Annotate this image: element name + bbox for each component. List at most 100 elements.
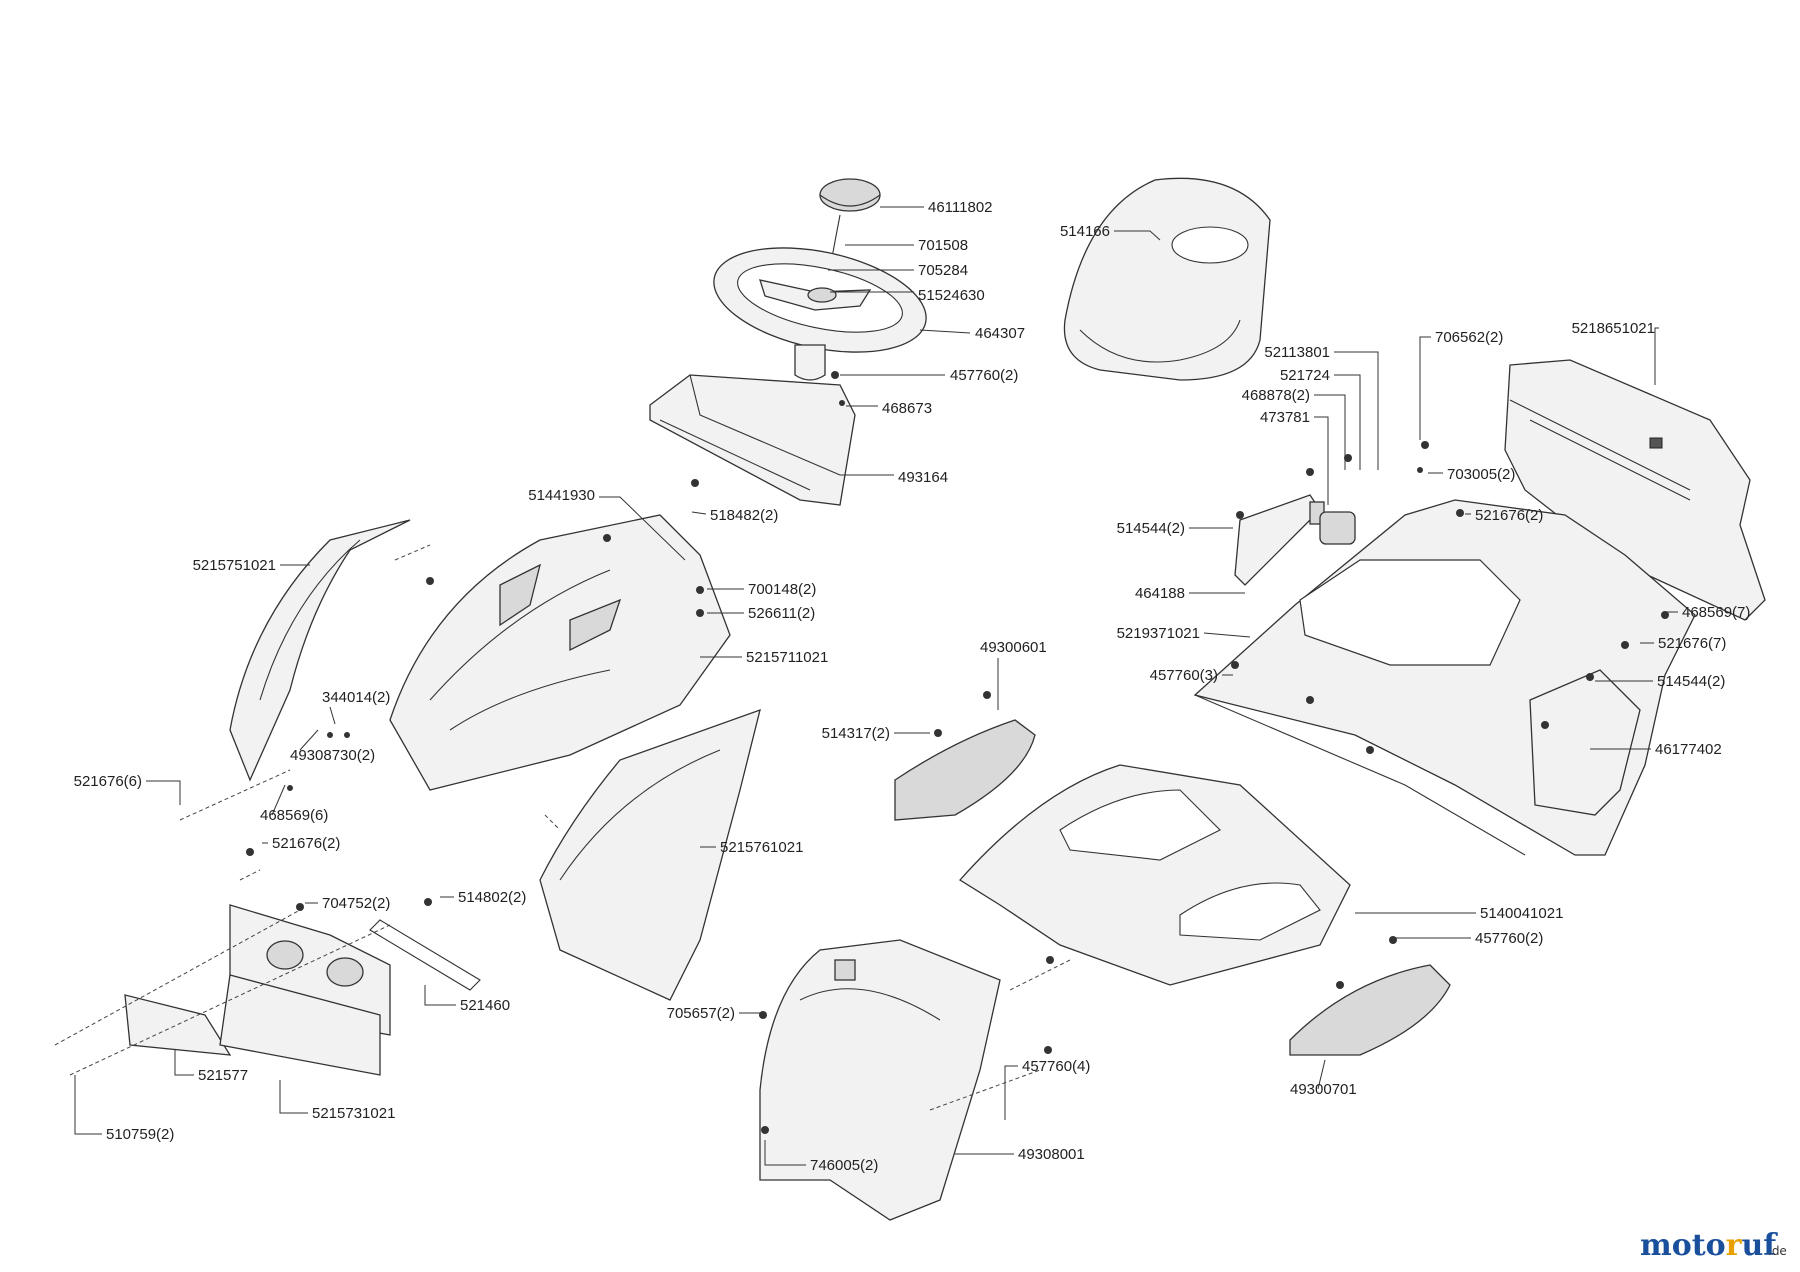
leader-line-p-706562 — [1419, 336, 1431, 440]
part-label-p-468673: 468673 — [882, 400, 932, 417]
hood-side-panel-left-drawing — [229, 519, 411, 782]
part-label-p-468569-7: 468569(7) — [1682, 604, 1750, 621]
part-label-p-457760-4: 457760(4) — [1022, 1058, 1090, 1075]
part-label-p-521577: 521577 — [198, 1067, 248, 1084]
part-label-p-514166: 514166 — [1060, 223, 1110, 240]
part-label-p-51524630: 51524630 — [918, 287, 985, 304]
part-label-p-49308730: 49308730(2) — [290, 747, 375, 764]
motoruf-logo: motoruf .de — [1640, 1228, 1787, 1263]
part-label-p-5215711021: 5215711021 — [746, 649, 828, 666]
part-label-p-468878: 468878(2) — [1242, 387, 1310, 404]
part-label-p-703005: 703005(2) — [1447, 466, 1515, 483]
part-label-p-518482: 518482(2) — [710, 507, 778, 524]
rear-wheel-arch-drawing — [1529, 669, 1641, 816]
front-grille-insert-drawing — [124, 994, 232, 1056]
part-number-labels: 46111802 701508 705284 51524630 464307 457760… — [74, 199, 1751, 1174]
part-label-p-705284: 705284 — [918, 262, 968, 279]
leader-lines — [74, 206, 1678, 1166]
hood-side-panel-right-drawing — [539, 708, 761, 1001]
seat-drawing — [1063, 177, 1271, 381]
floor-panel-drawing — [959, 764, 1351, 986]
leader-line-p-514166 — [1114, 230, 1161, 241]
part-label-p-514544-2b: 514544(2) — [1657, 673, 1725, 690]
leader-line-p-457760-4 — [1004, 1065, 1018, 1120]
part-label-p-473781: 473781 — [1260, 409, 1310, 426]
part-label-p-521676-2b: 521676(2) — [272, 835, 340, 852]
part-label-p-705657: 705657(2) — [667, 1005, 735, 1022]
part-label-p-5215751021: 5215751021 — [193, 557, 276, 574]
part-label-p-457760-2b: 457760(2) — [1475, 930, 1543, 947]
steering-console-drawing — [649, 374, 856, 506]
svg-text:.de: .de — [1768, 1244, 1787, 1258]
part-label-p-344014: 344014(2) — [322, 689, 390, 706]
part-label-p-514544-2a: 514544(2) — [1117, 520, 1185, 537]
part-label-p-49308001: 49308001 — [1018, 1146, 1085, 1163]
leader-line-p-518482 — [691, 511, 707, 515]
steering-wheel-drawing — [713, 247, 927, 381]
fastener-symbols — [246, 371, 1669, 1134]
part-label-p-52113801: 52113801 — [1264, 344, 1330, 361]
part-label-p-514802: 514802(2) — [458, 889, 526, 906]
part-label-p-49300701: 49300701 — [1290, 1081, 1357, 1098]
leader-line-p-521724 — [1334, 374, 1361, 470]
part-label-p-526611: 526611(2) — [748, 605, 815, 622]
part-label-p-704752: 704752(2) — [322, 895, 390, 912]
steering-cap-drawing — [819, 178, 881, 212]
part-label-p-521460: 521460 — [460, 997, 510, 1014]
leader-line-p-521676-6 — [146, 780, 181, 805]
part-label-p-493164: 493164 — [898, 469, 948, 486]
hood-drawing — [389, 514, 731, 791]
leader-line-p-510759 — [74, 1075, 102, 1135]
part-label-p-700148: 700148(2) — [748, 581, 816, 598]
part-label-p-46177402: 46177402 — [1655, 741, 1722, 758]
part-label-p-521676-6: 521676(6) — [74, 773, 142, 790]
leader-line-p-5215731021 — [279, 1080, 308, 1114]
part-label-p-51441930: 51441930 — [528, 487, 595, 504]
rear-storage-cover-drawing — [1504, 359, 1766, 621]
front-bumper-drawing — [219, 974, 381, 1076]
leader-line-p-521577 — [174, 1050, 194, 1076]
leader-line-p-468878 — [1314, 394, 1346, 470]
part-label-p-5218651021: 5218651021 — [1572, 320, 1655, 337]
part-label-p-5215761021: 5215761021 — [720, 839, 803, 856]
leader-line-p-52113801 — [1334, 351, 1379, 470]
right-footplate-drawing — [1289, 964, 1451, 1056]
leader-line-p-473781 — [1314, 416, 1329, 505]
part-label-p-746005: 746005(2) — [810, 1157, 878, 1174]
leader-line-p-49300701 — [1317, 1059, 1326, 1090]
part-label-p-521724: 521724 — [1280, 367, 1330, 384]
leader-line-p-49308730 — [299, 729, 319, 751]
part-label-p-706562: 706562(2) — [1435, 329, 1503, 346]
leader-line-p-5218651021 — [1654, 327, 1659, 385]
part-label-p-521676-2a: 521676(2) — [1475, 507, 1543, 524]
part-label-p-457760-3: 457760(3) — [1150, 667, 1218, 684]
front-footwell-drawing — [759, 939, 1001, 1221]
part-label-p-701508: 701508 — [918, 237, 968, 254]
part-label-p-457760-2a: 457760(2) — [950, 367, 1018, 384]
part-label-p-46111802: 46111802 — [928, 199, 993, 216]
grille-bracket-drawing — [369, 919, 481, 991]
rear-seat-bracket-drawing — [1234, 494, 1356, 586]
leader-line-p-468569-6 — [271, 784, 286, 816]
part-label-p-49300601: 49300601 — [980, 639, 1047, 656]
part-label-p-510759: 510759(2) — [106, 1126, 174, 1143]
leader-line-p-5219371021 — [1203, 632, 1251, 638]
assembly-lines — [54, 544, 1071, 1111]
part-label-p-5215731021: 5215731021 — [312, 1105, 395, 1122]
leader-line-p-344014 — [329, 706, 336, 725]
part-label-p-468569-6: 468569(6) — [260, 807, 328, 824]
leader-line-p-51441930 — [599, 496, 686, 561]
part-label-p-514317: 514317(2) — [822, 725, 890, 742]
leader-line-p-521460 — [424, 985, 456, 1006]
left-footplate-drawing — [894, 719, 1036, 821]
leader-line-p-746005 — [764, 1140, 806, 1166]
svg-text:motoruf: motoruf — [1640, 1228, 1778, 1263]
leader-line-p-464307 — [919, 329, 971, 334]
part-label-p-5140041021: 5140041021 — [1480, 905, 1563, 922]
part-label-p-464188: 464188 — [1135, 585, 1185, 602]
part-label-p-5219371021: 5219371021 — [1117, 625, 1200, 642]
part-label-p-521676-7: 521676(7) — [1658, 635, 1726, 652]
part-label-p-464307: 464307 — [975, 325, 1025, 342]
